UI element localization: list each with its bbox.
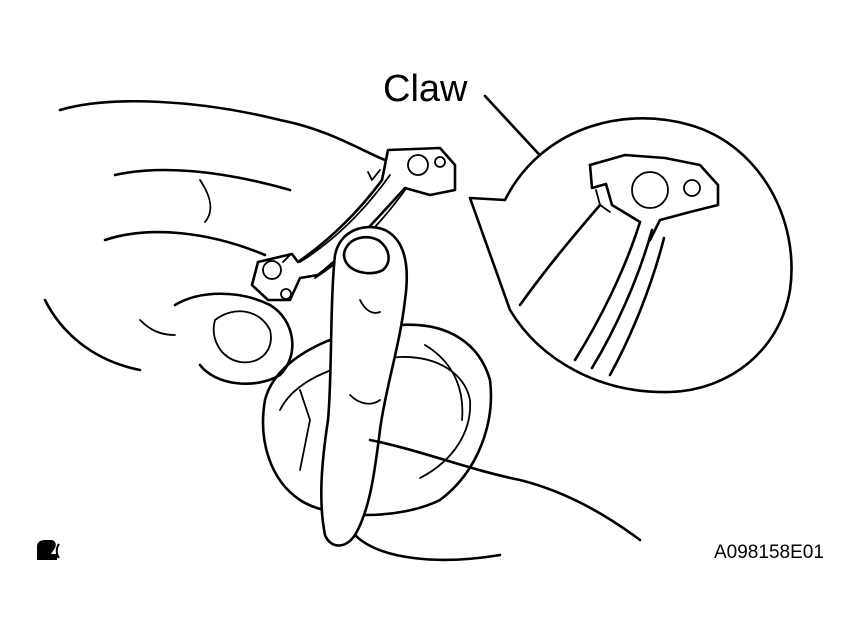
magnified-detail	[468, 117, 793, 394]
pressing-finger	[319, 225, 642, 562]
service-manual-symbol-icon	[37, 540, 60, 560]
left-hand	[43, 99, 387, 386]
figure-id: A098158E01	[714, 542, 824, 563]
claw-label: Claw	[383, 68, 468, 110]
bearing-shell	[250, 146, 457, 302]
